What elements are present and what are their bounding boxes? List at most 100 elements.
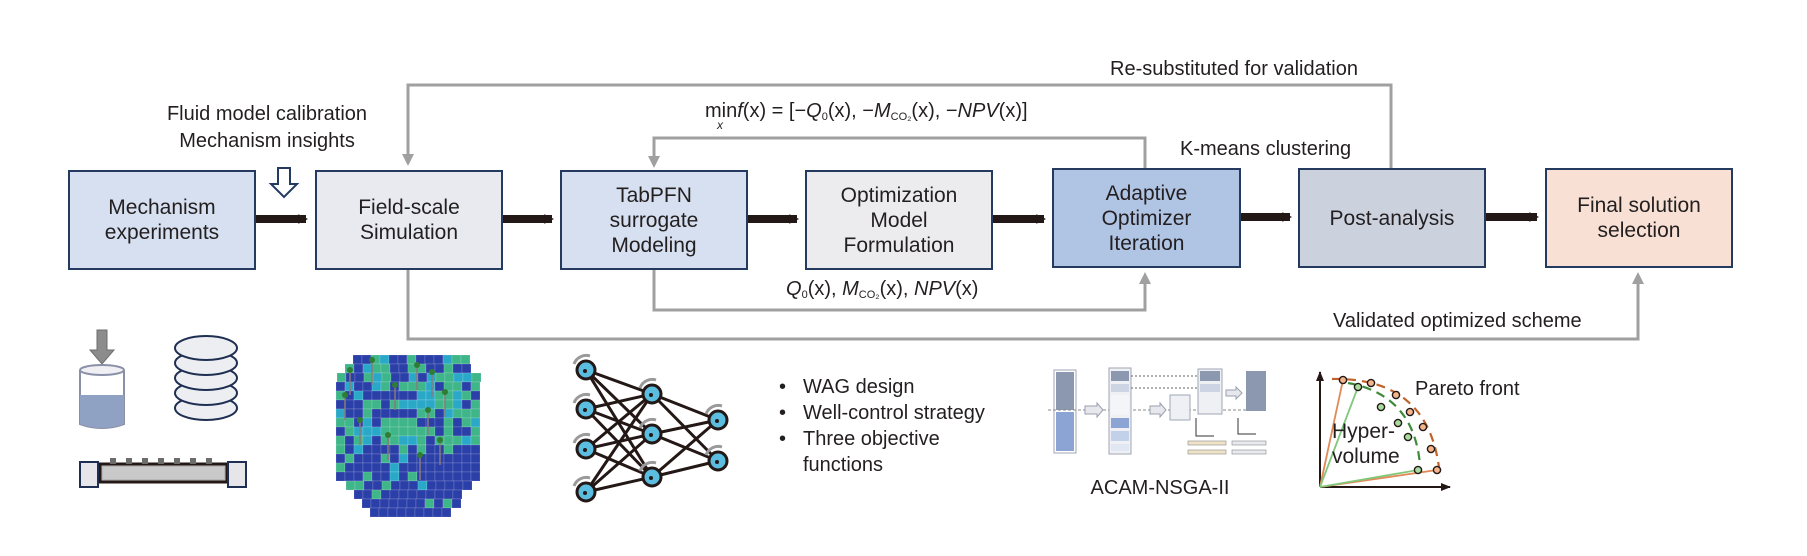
f-symbol: f (737, 100, 743, 122)
reservoir-cell (470, 417, 481, 428)
reservoir-cell (335, 381, 346, 392)
nn-node-halo (572, 392, 591, 404)
nn-node-halo (704, 444, 723, 456)
reservoir-cell (416, 381, 427, 392)
reservoir-cell (362, 462, 373, 473)
reservoir-cell (425, 435, 436, 446)
box-label-line: Optimizer (1101, 206, 1192, 230)
reservoir-cell (435, 480, 446, 491)
reservoir-cell (451, 498, 462, 509)
box-label-line: Iteration (1108, 231, 1185, 255)
reservoir-cell (461, 444, 472, 455)
reservoir-cell (443, 435, 454, 446)
reservoir-cell (380, 471, 391, 482)
reservoir-cell (443, 462, 454, 473)
reservoir-cell (407, 390, 418, 401)
min-subscript: x (717, 118, 723, 132)
box-label: Post-analysis (1330, 206, 1455, 231)
reservoir-cell (353, 471, 364, 482)
reservoir-cell (407, 453, 418, 464)
reservoir-cell (416, 489, 427, 500)
well-head (414, 362, 420, 368)
reservoir-cell (361, 498, 372, 509)
feedback-lines (402, 83, 1644, 341)
bullet-well-control: Well-control strategy (777, 400, 985, 426)
nn-node-dot (649, 393, 653, 397)
reservoir-cell (425, 462, 436, 473)
nn-node-dot (583, 491, 587, 495)
nn-edge (585, 392, 653, 451)
reservoir-cell (452, 399, 463, 410)
reservoir-cell (389, 453, 400, 464)
nn-node-dot (583, 369, 587, 373)
reservoir-cell (470, 408, 481, 419)
reservoir-cell (362, 426, 373, 437)
nn-node-halo (572, 432, 591, 444)
reservoir-cell (460, 354, 471, 365)
reservoir-cell (380, 399, 391, 410)
reservoir-cell (452, 381, 463, 392)
box-label-line: Optimization (840, 183, 958, 207)
reservoir-cell (470, 390, 481, 401)
reservoir-cell (380, 489, 391, 500)
hypervolume-point (1376, 402, 1386, 412)
design-bullet-list: WAG design Well-control strategy Three o… (777, 374, 985, 478)
hypervolume-point (1413, 465, 1423, 475)
stacked-disks-icon (174, 335, 238, 421)
formula-part: (x), (879, 278, 915, 300)
reservoir-cell (416, 417, 427, 428)
validated-scheme-line (406, 270, 1644, 341)
reservoir-cell (396, 507, 407, 518)
reservoir-cell (380, 417, 391, 428)
pareto-point (1391, 390, 1401, 400)
reservoir-cell (414, 507, 425, 518)
pareto-point (1338, 375, 1348, 385)
reservoir-cell (452, 363, 463, 374)
reservoir-cell (461, 399, 472, 410)
fluid-calibration-label: Fluid model calibration (166, 103, 368, 125)
reservoir-cell (335, 399, 346, 410)
reservoir-cell (470, 453, 481, 464)
reservoir-cell (470, 435, 481, 446)
reservoir-cell (371, 417, 382, 428)
reservoir-cell (335, 435, 346, 446)
reservoir-cell (380, 462, 391, 473)
hypervolume-point (1353, 382, 1363, 392)
pareto-front-curve (1331, 377, 1442, 478)
reservoir-cell (416, 462, 427, 473)
reservoir-cell (417, 480, 428, 491)
reservoir-cell (443, 426, 454, 437)
formula-part: (x)] (998, 100, 1028, 122)
reservoir-cell (335, 453, 346, 464)
reservoir-cell (434, 417, 445, 428)
reservoir-cell (426, 480, 437, 491)
nn-node-halo (638, 460, 657, 472)
bullet-wag-design: WAG design (777, 374, 985, 400)
reservoir-cell (388, 354, 399, 365)
nn-edge (585, 475, 653, 494)
reservoir-cell (362, 399, 373, 410)
reservoir-cell (398, 462, 409, 473)
reservoir-cell (371, 390, 382, 401)
reservoir-cell (407, 435, 418, 446)
formula-part: (x) = [− (742, 100, 807, 122)
reservoir-cell (415, 498, 426, 509)
reservoir-cell (353, 399, 364, 410)
reservoir-cell (461, 426, 472, 437)
reservoir-cell (379, 498, 390, 509)
reservoir-cell (462, 372, 473, 383)
reservoir-cell (335, 408, 346, 419)
reservoir-cell (434, 399, 445, 410)
m-subscript: CO₂ (858, 289, 880, 301)
reservoir-cell (425, 381, 436, 392)
optimizer-to-surrogate-loop (648, 136, 1147, 168)
box-label-line: Field-scale (358, 196, 460, 219)
reservoir-cell (380, 381, 391, 392)
npv-symbol: NPV (957, 100, 999, 122)
npv-symbol: NPV (914, 278, 956, 300)
reservoir-cell (389, 489, 400, 500)
